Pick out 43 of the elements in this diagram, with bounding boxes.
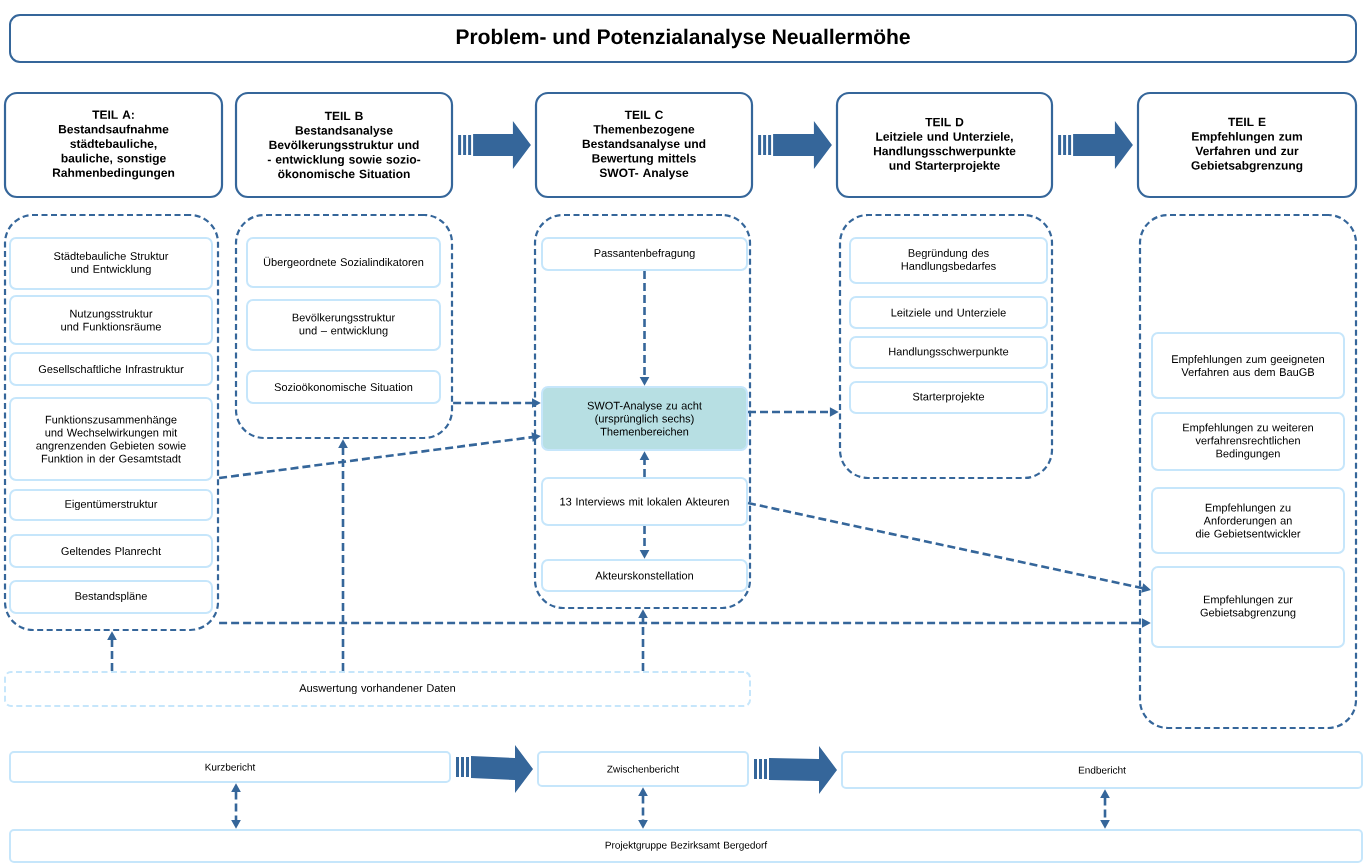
block-arrow: [456, 745, 533, 793]
topic-box: Empfehlungen zu Anforderungen an die Gebietsentwickler: [1151, 487, 1345, 554]
topic-box: 13 Interviews mit lokalen Akteuren: [541, 477, 748, 526]
topic-box: Empfehlungen zum geeigneten Verfahren aus dem BauGB: [1151, 332, 1345, 399]
topic-box: Eigentümerstruktur: [9, 489, 213, 521]
topic-box: Leitziele und Unterziele: [849, 296, 1048, 329]
dashed-group-frame: [1138, 213, 1358, 730]
topic-box: Übergeordnete Sozialindikatoren: [246, 237, 441, 288]
topic-box: Nutzungsstruktur und Funktionsräume: [9, 295, 213, 345]
block-arrow: [754, 746, 837, 794]
topic-box: Gesellschaftliche Infrastruktur: [9, 352, 213, 386]
block-arrow: [1058, 121, 1133, 169]
block-arrow: [458, 121, 531, 169]
report-bar: Zwischenbericht: [537, 751, 749, 787]
topic-box: Begründung des Handlungsbedarfes: [849, 237, 1048, 284]
title-box: Problem- und Potenzialanalyse Neuallermöhe: [9, 14, 1357, 63]
topic-box: Starterprojekte: [849, 381, 1048, 414]
topic-box: Handlungsschwerpunkte: [849, 336, 1048, 369]
topic-box: Bestandspläne: [9, 580, 213, 614]
topic-box: Akteurskonstellation: [541, 559, 748, 592]
topic-box: Empfehlungen zur Gebietsabgrenzung: [1151, 566, 1345, 648]
topic-box: Geltendes Planrecht: [9, 534, 213, 568]
highlighted-topic-box: SWOT-Analyse zu acht (ursprünglich sechs) Themenbereichen: [541, 386, 748, 451]
block-arrow: [758, 121, 832, 169]
topic-box: Sozioökonomische Situation: [246, 370, 441, 404]
part-header-box: TEIL E Empfehlungen zum Verfahren und zur Gebietsabgrenzung: [1136, 91, 1358, 199]
topic-box: Bevölkerungsstruktur und – entwicklung: [246, 299, 441, 351]
dashed-group-frame: [3, 213, 220, 632]
topic-box: Städtebauliche Struktur und Entwicklung: [9, 237, 213, 290]
topic-box: Funktionszusammenhänge und Wechselwirkungen mit angrenzenden Gebieten sowie Funktion in der Gesamtstadt: [9, 397, 213, 481]
part-header-box: TEIL C Themenbezogene Bestandsanalyse und Bewertung mittels SWOT- Analyse: [534, 91, 754, 199]
topic-box: Empfehlungen zu weiteren verfahrensrechtlichen Bedingungen: [1151, 412, 1345, 471]
data-box: Auswertung vorhandener Daten: [4, 671, 751, 707]
report-bar: Endbericht: [841, 751, 1363, 789]
report-bar: Kurzbericht: [9, 751, 451, 783]
topic-box: Passantenbefragung: [541, 237, 748, 271]
dashed-group-frame: [533, 213, 752, 610]
part-header-box: TEIL D Leitziele und Unterziele, Handlungsschwerpunkte und Starterprojekte: [835, 91, 1054, 199]
dashed-group-frame: [838, 213, 1054, 480]
dashed-group-frame: [234, 213, 454, 440]
report-bar: Projektgruppe Bezirksamt Bergedorf: [9, 829, 1363, 863]
part-header-box: TEIL B Bestandsanalyse Bevölkerungsstruktur und - entwicklung sowie sozio- ökonomische Situation: [234, 91, 454, 199]
part-header-box: TEIL A: Bestandsaufnahme städtebauliche, bauliche, sonstige Rahmenbedingungen: [3, 91, 224, 199]
